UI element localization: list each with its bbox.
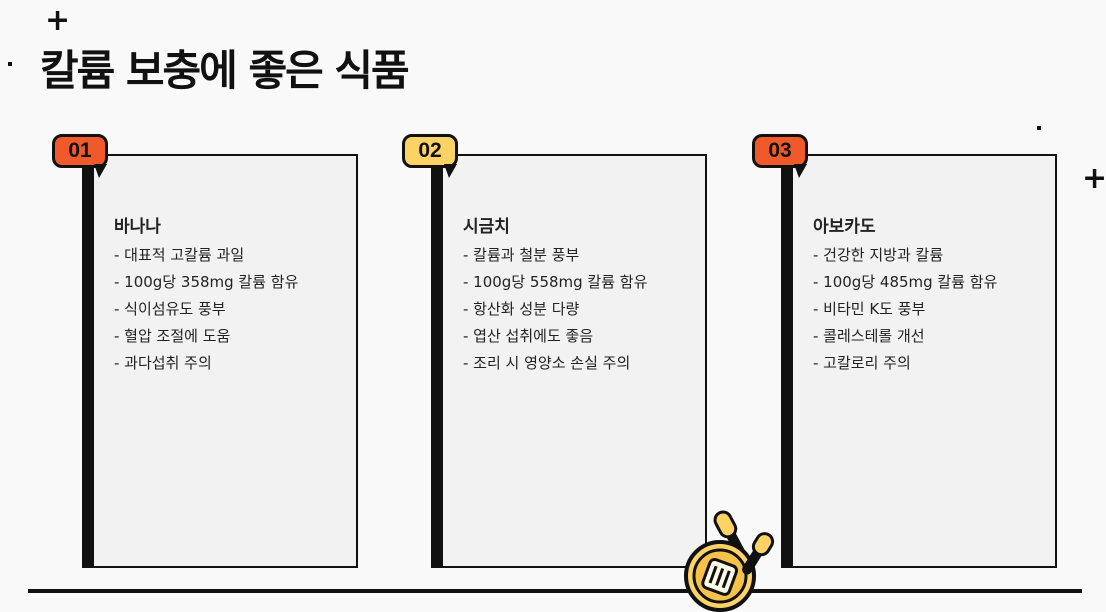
list-item: - 100g당 485mg 칼륨 함유 (813, 273, 998, 291)
list-item: - 대표적 고칼륨 과일 (114, 246, 245, 264)
card-list: - 칼륨과 철분 풍부 - 100g당 558mg 칼륨 함유 - 항산화 성분… (463, 242, 647, 377)
card-list: - 대표적 고칼륨 과일 - 100g당 358mg 칼륨 함유 - 식이섬유도… (114, 242, 298, 377)
list-item: - 콜레스테롤 개선 (813, 327, 925, 345)
card-number-badge: 03 (752, 134, 808, 168)
list-item: - 식이섬유도 풍부 (114, 300, 226, 318)
list-item: - 고칼로리 주의 (813, 354, 911, 372)
plus-decoration: + (1082, 161, 1106, 196)
list-item: - 건강한 지방과 칼륨 (813, 246, 944, 264)
dot-decoration (8, 62, 12, 66)
badge-tail (794, 164, 807, 178)
card-heading: 아보카도 (813, 217, 876, 237)
card-number-badge: 02 (402, 134, 458, 168)
list-item: - 비타민 K도 풍부 (813, 300, 926, 318)
frying-pan-spatula-icon (684, 510, 775, 612)
page-title: 칼륨 보충에 좋은 식품 (40, 46, 410, 95)
badge-tail (94, 164, 107, 178)
card-number-badge: 01 (52, 134, 108, 168)
list-item: - 조리 시 영양소 손실 주의 (463, 354, 631, 372)
list-item: - 칼륨과 철분 풍부 (463, 246, 580, 264)
card-heading: 바나나 (114, 217, 161, 237)
baseline-divider (28, 589, 1082, 593)
food-card-spinach: 시금치 - 칼륨과 철분 풍부 - 100g당 558mg 칼륨 함유 - 항산… (431, 154, 707, 568)
list-item: - 항산화 성분 다량 (463, 300, 580, 318)
list-item: - 혈압 조절에 도움 (114, 327, 231, 345)
list-item: - 과다섭취 주의 (114, 354, 212, 372)
dot-decoration (1037, 126, 1041, 130)
list-item: - 100g당 358mg 칼륨 함유 (114, 273, 299, 291)
food-card-banana: 바나나 - 대표적 고칼륨 과일 - 100g당 358mg 칼륨 함유 - 식… (82, 154, 358, 568)
food-card-avocado: 아보카도 - 건강한 지방과 칼륨 - 100g당 485mg 칼륨 함유 - … (781, 154, 1057, 568)
list-item: - 100g당 558mg 칼륨 함유 (463, 273, 648, 291)
plus-decoration: + (45, 3, 71, 38)
card-list: - 건강한 지방과 칼륨 - 100g당 485mg 칼륨 함유 - 비타민 K… (813, 242, 997, 377)
card-heading: 시금치 (463, 217, 510, 237)
list-item: - 엽산 섭취에도 좋음 (463, 327, 594, 345)
badge-tail (444, 164, 457, 178)
